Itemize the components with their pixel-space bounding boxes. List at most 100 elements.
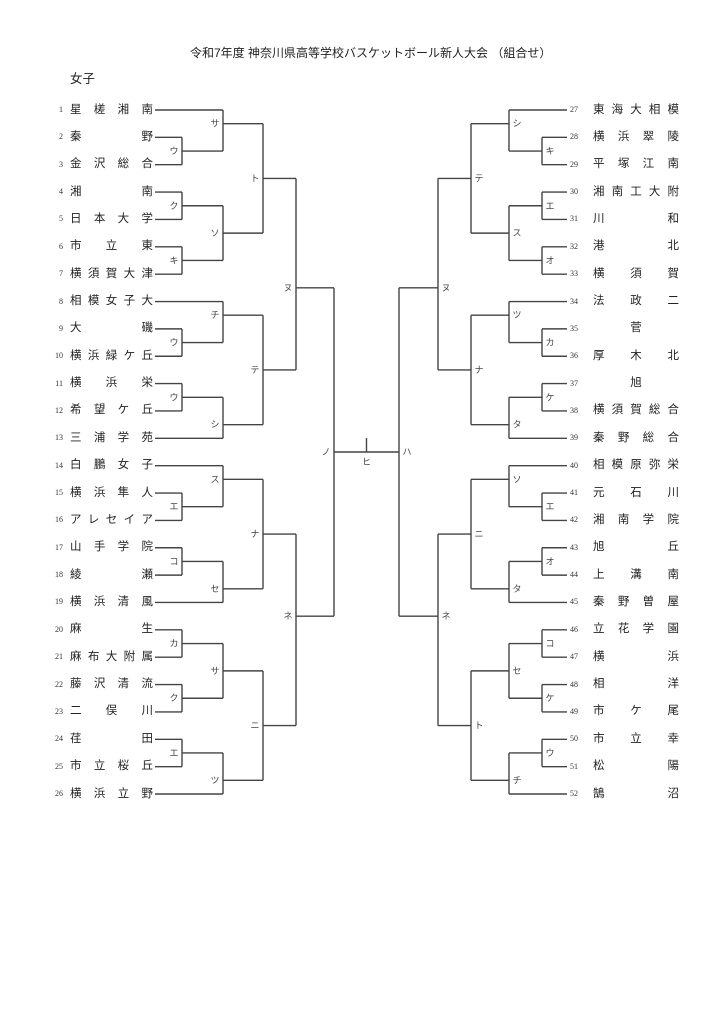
- team-number: 21: [55, 652, 63, 662]
- match-label: テ: [250, 365, 259, 375]
- team-number: 48: [570, 679, 578, 689]
- match-label: ヌ: [283, 283, 292, 293]
- team-number: 40: [570, 460, 578, 470]
- team-name: 荏田: [70, 732, 153, 745]
- match-label: キ: [169, 255, 178, 265]
- team-number: 33: [570, 269, 578, 279]
- team-number: 9: [59, 323, 63, 333]
- team-name: 菅: [630, 322, 642, 335]
- match-label: カ: [545, 338, 554, 348]
- team-name: 湘南: [70, 185, 153, 198]
- team-number: 29: [570, 159, 578, 169]
- match-label: エ: [169, 748, 178, 758]
- team-name: 秦野総合: [593, 431, 679, 444]
- team-name: 希望ケ丘: [70, 404, 153, 417]
- team-name: 横浜清風: [70, 595, 153, 608]
- match-label: ニ: [250, 721, 259, 731]
- team-number: 27: [570, 105, 578, 114]
- match-label: ク: [169, 201, 178, 211]
- match-label: ツ: [512, 310, 521, 320]
- team-number: 20: [55, 624, 63, 634]
- match-label: ハ: [402, 447, 411, 457]
- match-label: ケ: [545, 693, 554, 703]
- team-number: 34: [570, 296, 578, 306]
- team-name: 金沢総合: [70, 158, 153, 171]
- final-label: ヒ: [362, 457, 371, 467]
- team-number: 52: [570, 789, 578, 798]
- match-label: エ: [545, 201, 554, 211]
- team-name: 湘南工大附: [593, 185, 679, 198]
- match-label: チ: [512, 775, 521, 785]
- team-name: 麻生: [70, 623, 153, 636]
- team-number: 47: [570, 652, 578, 662]
- team-number: 42: [570, 515, 578, 525]
- team-name: 白鵬女子: [70, 459, 153, 472]
- team-name: 平塚江南: [593, 158, 679, 171]
- team-number: 15: [55, 488, 63, 498]
- team-number: 12: [55, 405, 63, 415]
- team-number: 41: [570, 488, 578, 498]
- match-label: ウ: [169, 146, 178, 156]
- team-name: 旭: [630, 377, 642, 390]
- match-label: テ: [474, 173, 483, 183]
- team-name: 秦野: [70, 130, 153, 143]
- team-number: 26: [55, 789, 63, 798]
- team-number: 32: [570, 241, 578, 251]
- team-name: 大磯: [70, 322, 153, 335]
- team-name: 市立幸: [593, 732, 679, 745]
- team-name: 市立桜丘: [70, 760, 153, 773]
- team-name: 秦野曽屋: [593, 595, 679, 608]
- team-name: 松陽: [593, 760, 679, 773]
- match-label: ケ: [545, 392, 554, 402]
- team-number: 43: [570, 542, 578, 552]
- team-number: 49: [570, 706, 578, 716]
- team-name: 横浜緑ケ丘: [70, 349, 153, 362]
- match-label: ネ: [441, 611, 450, 621]
- match-label: タ: [512, 420, 521, 430]
- match-label: オ: [545, 255, 554, 265]
- match-label: シ: [210, 420, 219, 430]
- team-name: 元石川: [593, 486, 679, 499]
- match-label: ヌ: [441, 283, 450, 293]
- match-label: コ: [169, 556, 178, 566]
- team-number: 35: [570, 323, 578, 333]
- match-label: ク: [169, 693, 178, 703]
- team-name: 相模原弥栄: [593, 459, 679, 472]
- team-number: 1: [59, 105, 63, 114]
- team-number: 51: [570, 761, 578, 771]
- match-label: サ: [210, 666, 219, 676]
- team-number: 13: [55, 433, 63, 443]
- team-number: 46: [570, 624, 578, 634]
- team-number: 25: [55, 761, 63, 771]
- team-name: 横浜: [593, 650, 679, 663]
- team-number: 6: [59, 241, 63, 251]
- team-number: 24: [55, 734, 63, 744]
- match-label: エ: [169, 502, 178, 512]
- team-name: 藤沢清流: [70, 678, 153, 691]
- team-number: 7: [59, 269, 63, 279]
- match-label: カ: [169, 639, 178, 649]
- team-name: 横浜翠陵: [593, 130, 679, 143]
- match-label: セ: [512, 666, 521, 676]
- team-name: 横須賀大津: [70, 267, 153, 280]
- team-name: 厚木北: [593, 349, 679, 362]
- team-name: 日本大学: [70, 212, 153, 225]
- team-name: 二俣川: [70, 705, 153, 718]
- team-number: 5: [59, 214, 63, 224]
- team-number: 2: [59, 132, 63, 142]
- match-label: ウ: [545, 748, 554, 758]
- match-label: ソ: [512, 474, 521, 484]
- match-label: ト: [250, 173, 259, 183]
- team-number: 23: [55, 706, 63, 716]
- team-number: 10: [55, 351, 63, 361]
- match-label: ウ: [169, 338, 178, 348]
- team-number: 36: [570, 351, 578, 361]
- team-name: 鵠沼: [593, 787, 679, 800]
- match-label: ノ: [321, 447, 330, 457]
- team-name: 相模女子大: [70, 295, 153, 308]
- team-name: 市立東: [70, 240, 153, 253]
- team-name: 麻布大附属: [70, 650, 153, 663]
- team-number: 44: [570, 570, 578, 580]
- match-label: ス: [210, 474, 219, 484]
